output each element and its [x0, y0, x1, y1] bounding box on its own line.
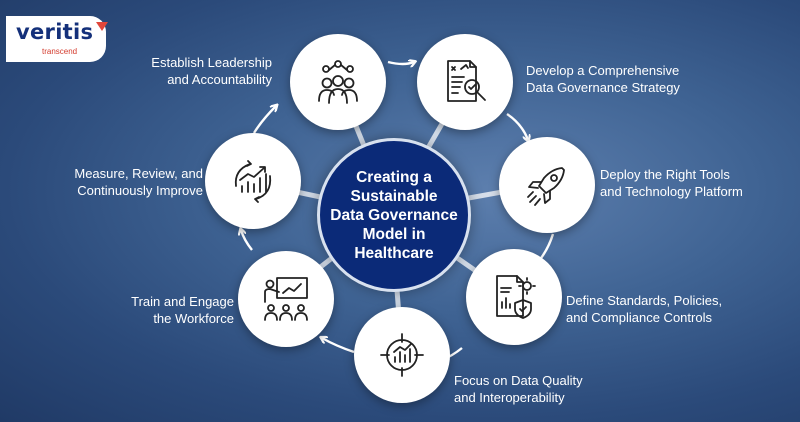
veritis-logo: veritis transcend: [6, 16, 108, 62]
arrow-5-to-6: [322, 338, 355, 354]
center-title-line: Data Governance: [330, 206, 458, 224]
step-node-tools: [499, 137, 595, 233]
step-label-line: and Technology Platform: [600, 184, 743, 199]
center-title-line: Model in: [362, 225, 426, 243]
step-label-line: Develop a Comprehensive: [526, 63, 680, 78]
step-label-line: Establish Leadership: [151, 55, 272, 70]
step-label-line: Data Governance Strategy: [526, 80, 680, 95]
arrow-2-to-3: [506, 113, 528, 140]
logo-wordmark: veritis: [16, 20, 94, 44]
step-node-training: [238, 251, 334, 347]
arrow-1-to-2: [387, 62, 414, 64]
step-label-line: and Compliance Controls: [566, 310, 712, 325]
step-label-line: and Interoperability: [454, 390, 565, 405]
step-label-line: Deploy the Right Tools: [600, 167, 730, 182]
center-title-line: Healthcare: [354, 244, 434, 262]
center-title-line: Creating a: [356, 168, 432, 186]
step-label-tools: Deploy the Right Tools and Technology Pl…: [600, 166, 743, 200]
logo-accent-mark: [96, 22, 108, 31]
step-node-quality: [354, 307, 450, 403]
training-presentation-icon: [264, 277, 308, 321]
step-label-improve: Measure, Review, and Continuously Improv…: [74, 165, 203, 199]
step-label-standards: Define Standards, Policies, and Complian…: [566, 292, 722, 326]
step-node-improve: [205, 133, 301, 229]
strategy-document-icon: [447, 60, 486, 102]
rocket-icon: [527, 167, 565, 206]
policy-document-icon: [496, 275, 536, 319]
step-label-line: and Accountability: [167, 72, 272, 87]
step-node-strategy: [417, 34, 513, 130]
step-node-leadership: [290, 34, 386, 130]
quality-target-icon: [380, 333, 424, 377]
center-title: Creating a Sustainable Data Governance M…: [329, 168, 459, 263]
step-label-quality: Focus on Data Quality and Interoperabili…: [454, 372, 583, 406]
logo-tagline: transcend: [42, 47, 78, 56]
step-label-training: Train and Engage the Workforce: [131, 293, 234, 327]
arrow-6-to-7: [241, 230, 253, 251]
leadership-team-icon: [318, 60, 358, 104]
step-node-standards: [466, 249, 562, 345]
step-label-line: Focus on Data Quality: [454, 373, 583, 388]
step-label-line: Continuously Improve: [77, 183, 203, 198]
step-label-leadership: Establish Leadership and Accountability: [151, 54, 272, 88]
step-label-strategy: Develop a Comprehensive Data Governance …: [526, 62, 680, 96]
center-title-line: Sustainable: [350, 187, 438, 205]
step-label-line: the Workforce: [153, 311, 234, 326]
step-label-line: Train and Engage: [131, 294, 234, 309]
improvement-chart-icon: [234, 160, 272, 203]
center-title-circle: Creating a Sustainable Data Governance M…: [317, 138, 471, 292]
arrow-7-to-1: [252, 106, 276, 134]
step-label-line: Define Standards, Policies,: [566, 293, 723, 308]
step-label-line: Measure, Review, and: [74, 166, 203, 181]
